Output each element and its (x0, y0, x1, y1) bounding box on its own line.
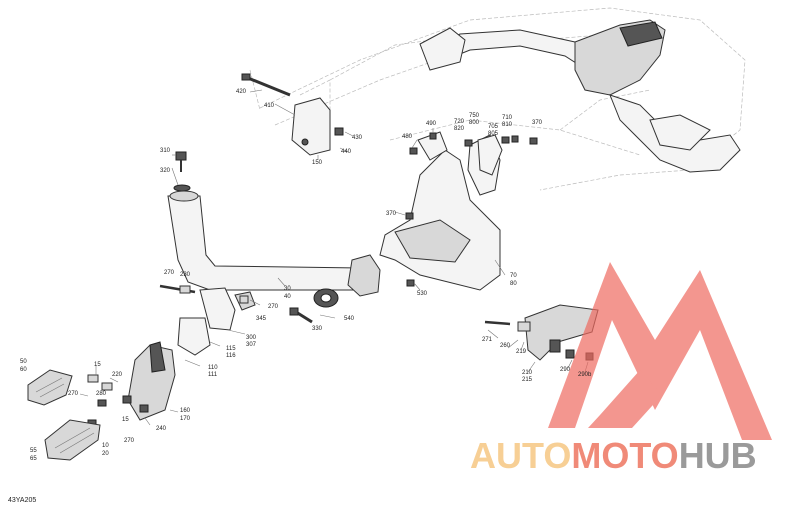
callout-271: 271 (482, 337, 493, 343)
footpeg-50 (27, 369, 73, 406)
callout-270d: 270 (124, 438, 135, 444)
callout-240: 240 (156, 426, 167, 432)
callout-490: 490 (426, 121, 437, 127)
bracket-300 (177, 287, 256, 356)
callout-750: 750 (469, 113, 480, 119)
bearing-540 (313, 288, 339, 308)
callout-50: 50 (20, 359, 27, 365)
footrest-bracket (127, 341, 176, 421)
watermark-logo-icon (548, 262, 772, 440)
callout-210: 210 (522, 370, 533, 376)
callout-270a: 270 (164, 270, 175, 276)
callout-20: 20 (102, 451, 109, 457)
callout-111: 111 (208, 372, 218, 378)
callout-219: 219 (516, 349, 527, 355)
callout-430: 430 (352, 135, 363, 141)
watermark-text: AUTOMOTOHUB (470, 435, 757, 476)
callout-370a: 370 (532, 120, 543, 126)
callout-480: 480 (402, 134, 413, 140)
callout-60: 60 (20, 367, 27, 373)
callout-65: 65 (30, 456, 37, 462)
callout-810: 810 (502, 122, 513, 128)
washer-320 (173, 184, 191, 192)
callout-40: 40 (284, 294, 291, 300)
callout-345: 345 (256, 316, 267, 322)
callout-330: 330 (312, 326, 323, 332)
watermark-hub: HUB (679, 435, 757, 476)
callout-70: 70 (510, 273, 517, 279)
leader-lines (79, 89, 589, 426)
callout-15a: 15 (94, 362, 101, 368)
callout-710: 710 (502, 115, 513, 121)
callout-260: 260 (500, 343, 511, 349)
callout-290b: 290b (578, 372, 592, 378)
callout-10: 10 (102, 443, 109, 449)
callout-307: 307 (246, 342, 257, 348)
nut-430 (334, 127, 344, 136)
frame-ghost-outline (249, 7, 746, 191)
callout-310: 310 (160, 148, 171, 154)
footpeg-10 (44, 419, 101, 461)
callout-530: 530 (417, 291, 428, 297)
callout-116: 116 (226, 353, 236, 359)
callout-290: 290 (560, 367, 571, 373)
callout-110: 110 (208, 365, 218, 371)
bracket-150 (291, 97, 331, 156)
callout-540: 540 (344, 316, 355, 322)
bolt-420 (241, 73, 291, 97)
callout-55: 55 (30, 448, 37, 454)
watermark-auto: AUTO (470, 435, 571, 476)
bolt-310 (175, 151, 187, 172)
callout-215: 215 (522, 377, 533, 383)
callout-410: 410 (264, 103, 275, 109)
hardware-left (87, 284, 249, 427)
callout-820: 820 (454, 126, 465, 132)
callout-170: 170 (180, 416, 191, 422)
callout-720: 720 (454, 119, 465, 125)
bolt-330 (289, 307, 313, 324)
callout-440: 440 (341, 149, 352, 155)
callout-15b: 15 (122, 417, 129, 423)
callout-705: 705 (488, 124, 499, 130)
callout-370b: 370 (386, 211, 397, 217)
callout-270c: 270 (68, 391, 79, 397)
callout-150: 150 (312, 160, 323, 166)
callout-800: 800 (469, 120, 480, 126)
callout-270b: 270 (268, 304, 279, 310)
callout-300: 300 (246, 335, 257, 341)
frame-tube (419, 19, 741, 173)
callout-220: 220 (112, 372, 123, 378)
callout-420: 420 (236, 89, 247, 95)
callout-320: 320 (160, 168, 171, 174)
callout-805: 805 (488, 131, 499, 137)
callout-115: 115 (226, 346, 236, 352)
callout-160: 160 (180, 408, 191, 414)
callout-30: 30 (284, 286, 291, 292)
callout-230: 230 (180, 272, 191, 278)
fasteners-top (405, 132, 538, 287)
callout-280: 280 (96, 391, 107, 397)
diagram-code: 43YA205 (8, 497, 36, 504)
bracket-705 (477, 134, 503, 176)
callout-80: 80 (510, 281, 517, 287)
watermark-moto: MOTO (571, 435, 678, 476)
swing-arm-tube (167, 190, 381, 297)
bracket-210 (484, 304, 599, 361)
